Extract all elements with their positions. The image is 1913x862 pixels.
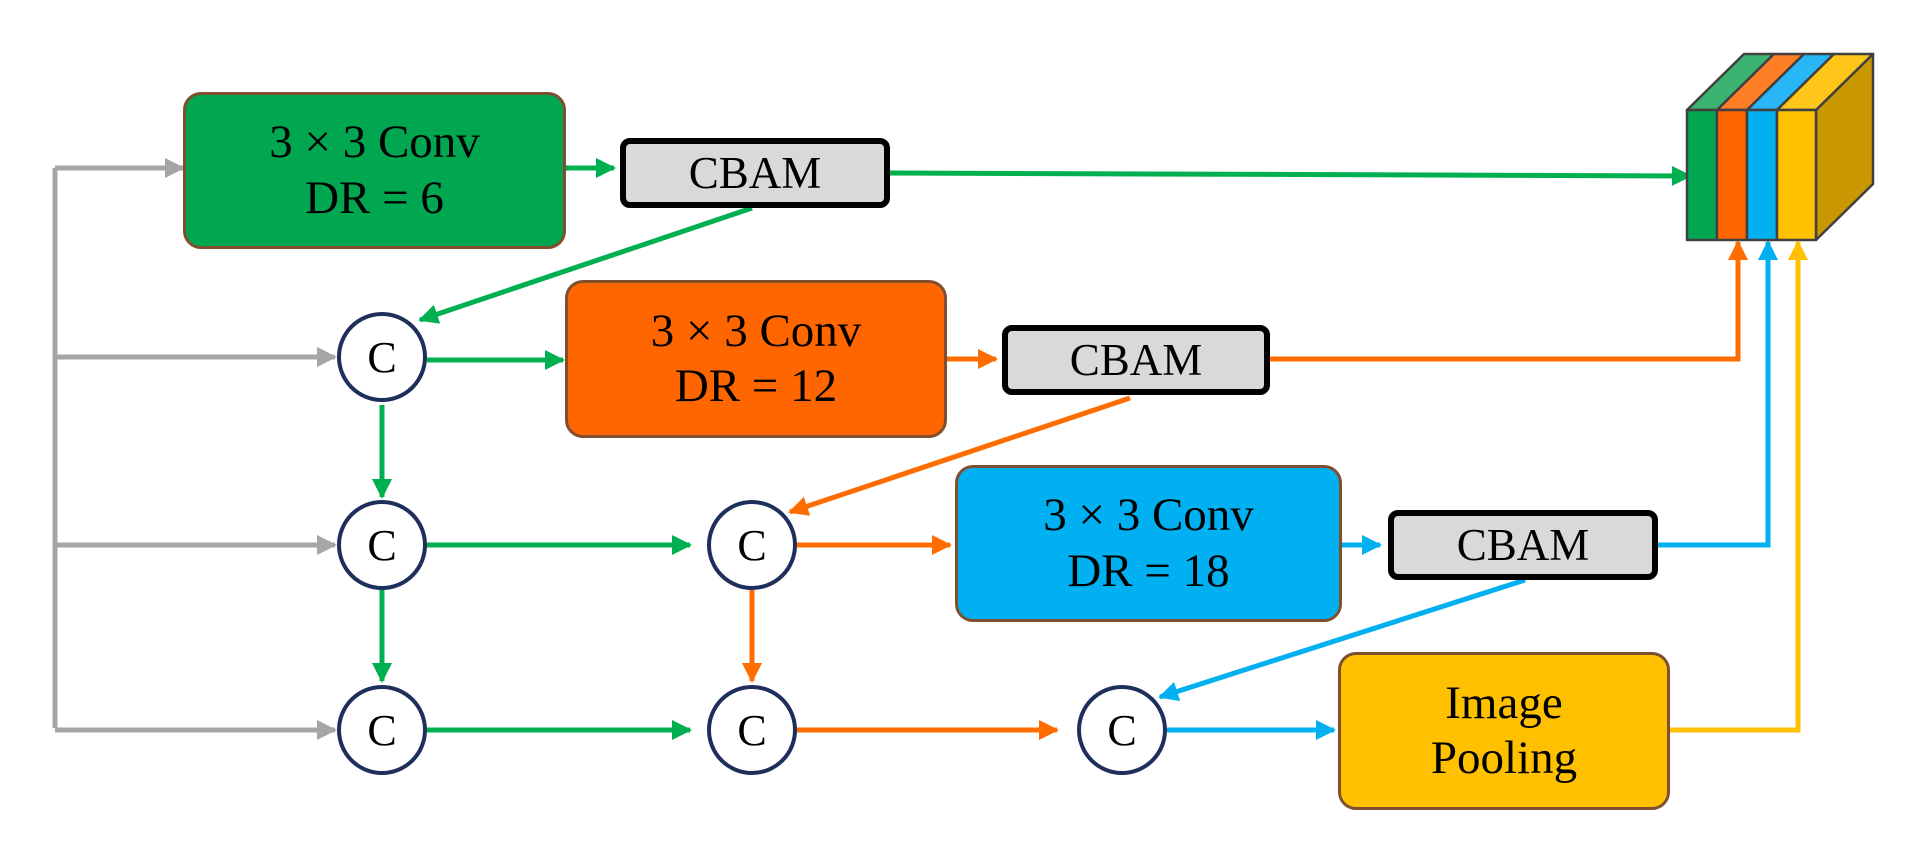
concatenated-feature-map-cube-icon xyxy=(1685,52,1875,242)
yellow-branch-lines xyxy=(1670,240,1808,733)
input-feature-lines xyxy=(52,158,337,740)
concat-node-r3c1: C xyxy=(337,685,427,775)
conv-box-dr12-line2: DR = 12 xyxy=(674,360,838,412)
concat-node-r3c3: C xyxy=(1077,685,1167,775)
concat-node-r2c2: C xyxy=(707,500,797,590)
cbam-block-1: CBAM xyxy=(620,138,890,208)
conv-box-dr12: 3 × 3 Conv DR = 12 xyxy=(565,280,947,438)
conv-box-dr12-line1: 3 × 3 Conv xyxy=(650,304,862,357)
conv-box-dr18: 3 × 3 Conv DR = 18 xyxy=(955,465,1342,622)
conv-box-dr18-line2: DR = 18 xyxy=(1067,544,1230,597)
conv-box-dr6-line2: DR = 6 xyxy=(305,171,444,224)
conv-box-dr18-line1: 3 × 3 Conv xyxy=(1043,489,1254,542)
image-pooling-line2: Pooling xyxy=(1430,732,1578,784)
orange-branch-lines xyxy=(742,240,1748,740)
conv-box-dr6-line1: 3 × 3 Conv xyxy=(269,116,480,169)
cbam-block-2: CBAM xyxy=(1002,325,1270,395)
blue-branch-lines xyxy=(1158,240,1778,740)
concat-node-r1c1: C xyxy=(337,312,427,402)
cbam-block-3: CBAM xyxy=(1388,510,1658,580)
green-branch-lines xyxy=(372,158,1692,740)
conv-box-dr6: 3 × 3 Conv DR = 6 xyxy=(183,92,566,249)
image-pooling-box: Image Pooling xyxy=(1338,652,1670,810)
image-pooling-line1: Image xyxy=(1445,676,1563,729)
concat-node-r2c1: C xyxy=(337,500,427,590)
concat-node-r3c2: C xyxy=(707,685,797,775)
